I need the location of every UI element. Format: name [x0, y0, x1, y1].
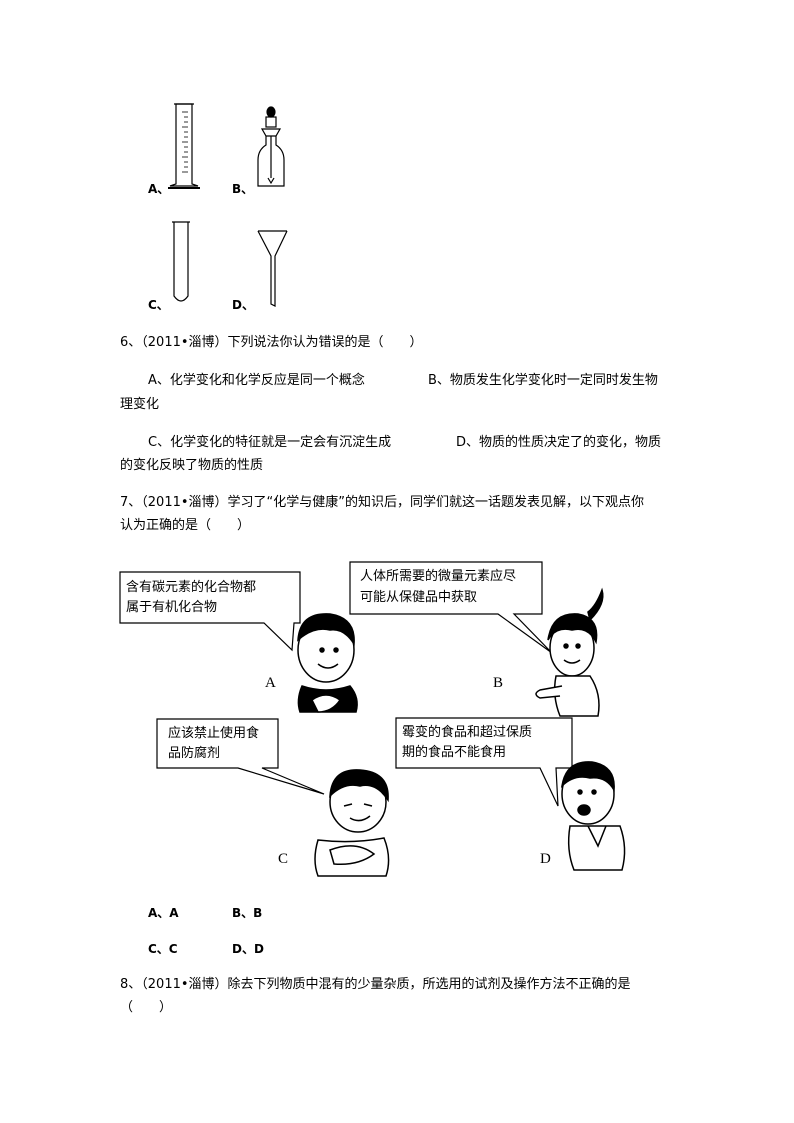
q7-stem-line2: 认为正确的是（ ） — [120, 518, 251, 533]
figure-label-c: C — [278, 851, 289, 867]
figure-label-b: B — [493, 675, 504, 691]
figure-label-d: D — [540, 851, 551, 867]
q5-option-a-label: A、 — [148, 182, 170, 196]
q6-option-d: D、物质的性质决定了的变化，物质 — [456, 435, 662, 450]
character-b-girl — [535, 587, 604, 717]
speech-bubble-c — [156, 718, 325, 795]
bubble-b-line1: 人体所需要的微量元素应尽 — [360, 569, 517, 584]
q6-option-b-cont: 理变化 — [120, 397, 160, 412]
lab-apparatus-figures — [168, 103, 288, 307]
test-tube-icon — [172, 221, 190, 302]
bubble-b-line2: 可能从保健品中获取 — [360, 590, 478, 605]
dropper-bottle-icon — [257, 106, 285, 187]
q7-answer-a: A、A — [148, 906, 179, 920]
q5-option-c-label: C、 — [148, 298, 169, 312]
speech-bubble-a — [119, 571, 301, 652]
q7-answer-d: D、D — [232, 942, 264, 956]
q7-cartoon-figure — [119, 561, 626, 877]
q6-option-b: B、物质发生化学变化时一定同时发生物 — [428, 373, 658, 388]
bubble-d-line2: 期的食品不能食用 — [402, 745, 507, 760]
q6-option-d-cont: 的变化反映了物质的性质 — [120, 458, 264, 473]
q5-option-b-label: B、 — [232, 182, 254, 196]
q8-stem-line1: 8、（2011•淄博）除去下列物质中混有的少量杂质，所选用的试剂及操作方法不正确… — [120, 977, 631, 992]
character-a-boy — [297, 613, 358, 713]
bubble-c-line2: 品防腐剂 — [168, 746, 221, 761]
q8-stem-line2: （ ） — [120, 1000, 173, 1015]
q7-answer-c: C、C — [148, 942, 178, 956]
figure-label-a: A — [265, 675, 276, 691]
q6-stem: 6、（2011•淄博）下列说法你认为错误的是（ ） — [120, 335, 423, 350]
funnel-icon — [257, 230, 288, 307]
q5-option-d-label: D、 — [232, 298, 254, 312]
q7-stem-line1: 7、（2011•淄博）学习了“化学与健康”的知识后，同学们就这一话题发表见解，以… — [120, 495, 644, 510]
q7-answer-b: B、B — [232, 906, 263, 920]
bubble-d-line1: 霉变的食品和超过保质 — [402, 725, 533, 740]
bubble-a-line1: 含有碳元素的化合物都 — [126, 580, 257, 595]
bubble-a-line2: 属于有机化合物 — [126, 600, 218, 615]
bubble-c-line1: 应该禁止使用食 — [168, 726, 260, 741]
q6-option-a: A、化学变化和化学反应是同一个概念 — [148, 373, 365, 388]
character-c-boy — [314, 769, 390, 877]
speech-bubble-b — [349, 561, 553, 654]
q6-option-c: C、化学变化的特征就是一定会有沉淀生成 — [148, 435, 392, 450]
character-d-boy — [560, 761, 626, 871]
graduated-cylinder-icon — [168, 103, 200, 189]
speech-bubble-d — [395, 717, 573, 807]
